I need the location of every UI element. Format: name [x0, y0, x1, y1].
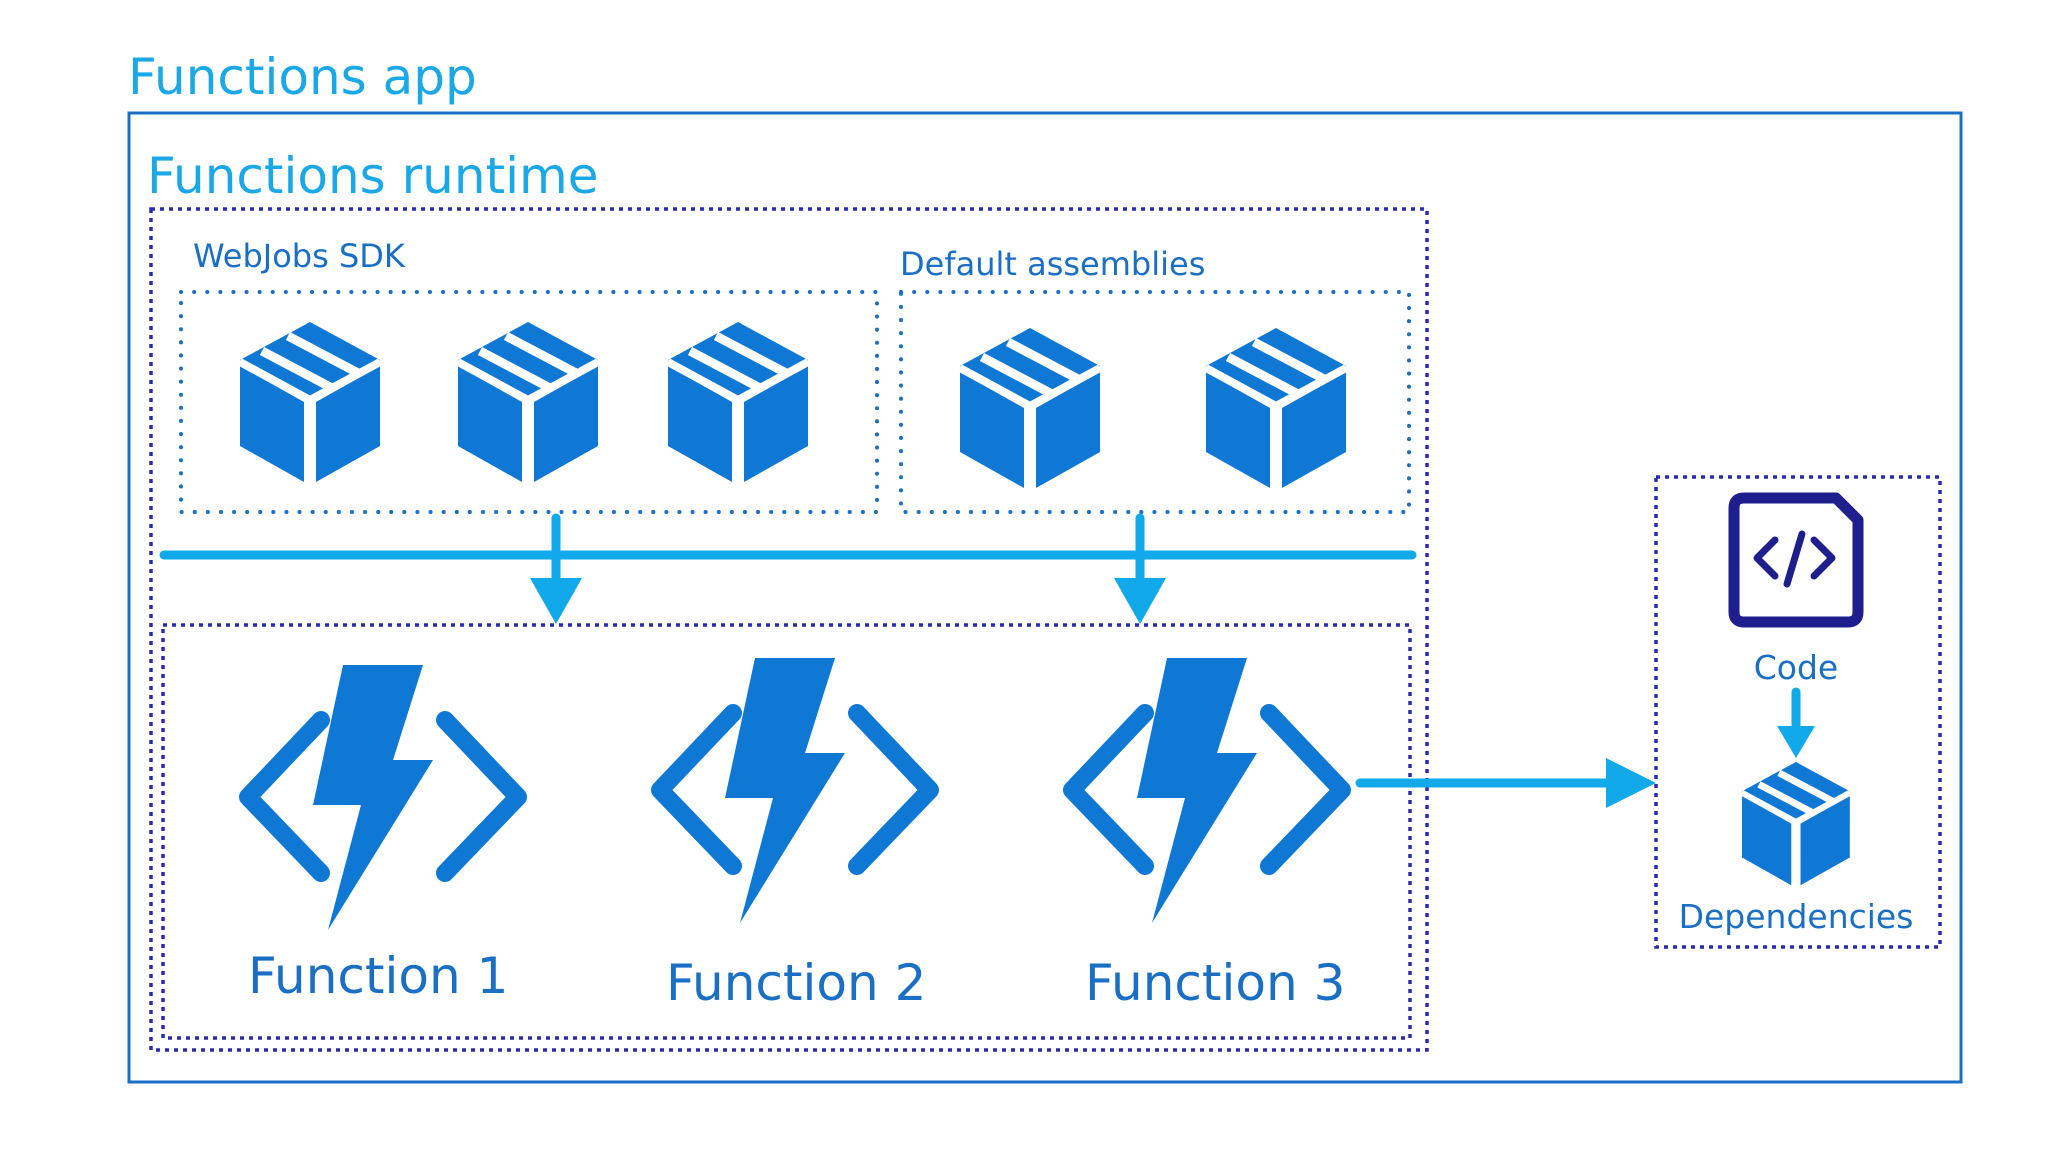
code-label: Code — [1754, 648, 1838, 687]
azure-function-icon — [660, 658, 930, 923]
package-icon — [668, 322, 808, 484]
azure-function-icon — [248, 665, 518, 930]
functions-group — [161, 623, 1412, 1040]
functions-runtime-frame — [149, 207, 1429, 1052]
code-file-icon — [1728, 492, 1864, 628]
default-assemblies-group — [899, 290, 1411, 514]
package-icon — [240, 322, 380, 484]
flow-connector — [159, 513, 1417, 624]
dependencies-package-icon — [1742, 762, 1850, 887]
function-label: Function 3 — [1085, 954, 1345, 1012]
function-label: Function 1 — [248, 947, 508, 1005]
functions-app-frame — [127, 111, 1963, 1084]
package-icon — [1206, 328, 1346, 490]
dependencies-label: Dependencies — [1679, 897, 1914, 936]
dependency-arrow — [1355, 758, 1656, 808]
functions-runtime-title: Functions runtime — [147, 147, 599, 205]
package-icon — [458, 322, 598, 484]
code-dependencies-panel — [1654, 475, 1942, 949]
functions-app-title: Functions app — [128, 48, 477, 106]
function-label: Function 2 — [666, 954, 926, 1012]
default-assemblies-label: Default assemblies — [900, 245, 1205, 283]
webjobs-sdk-label: WebJobs SDK — [193, 237, 406, 275]
function-1: Function 1 — [248, 665, 518, 1005]
code-to-dependencies-arrow — [1777, 687, 1815, 758]
azure-function-icon — [1072, 658, 1342, 923]
package-icon — [960, 328, 1100, 490]
function-3: Function 3 — [1072, 658, 1345, 1012]
function-2: Function 2 — [660, 658, 930, 1012]
